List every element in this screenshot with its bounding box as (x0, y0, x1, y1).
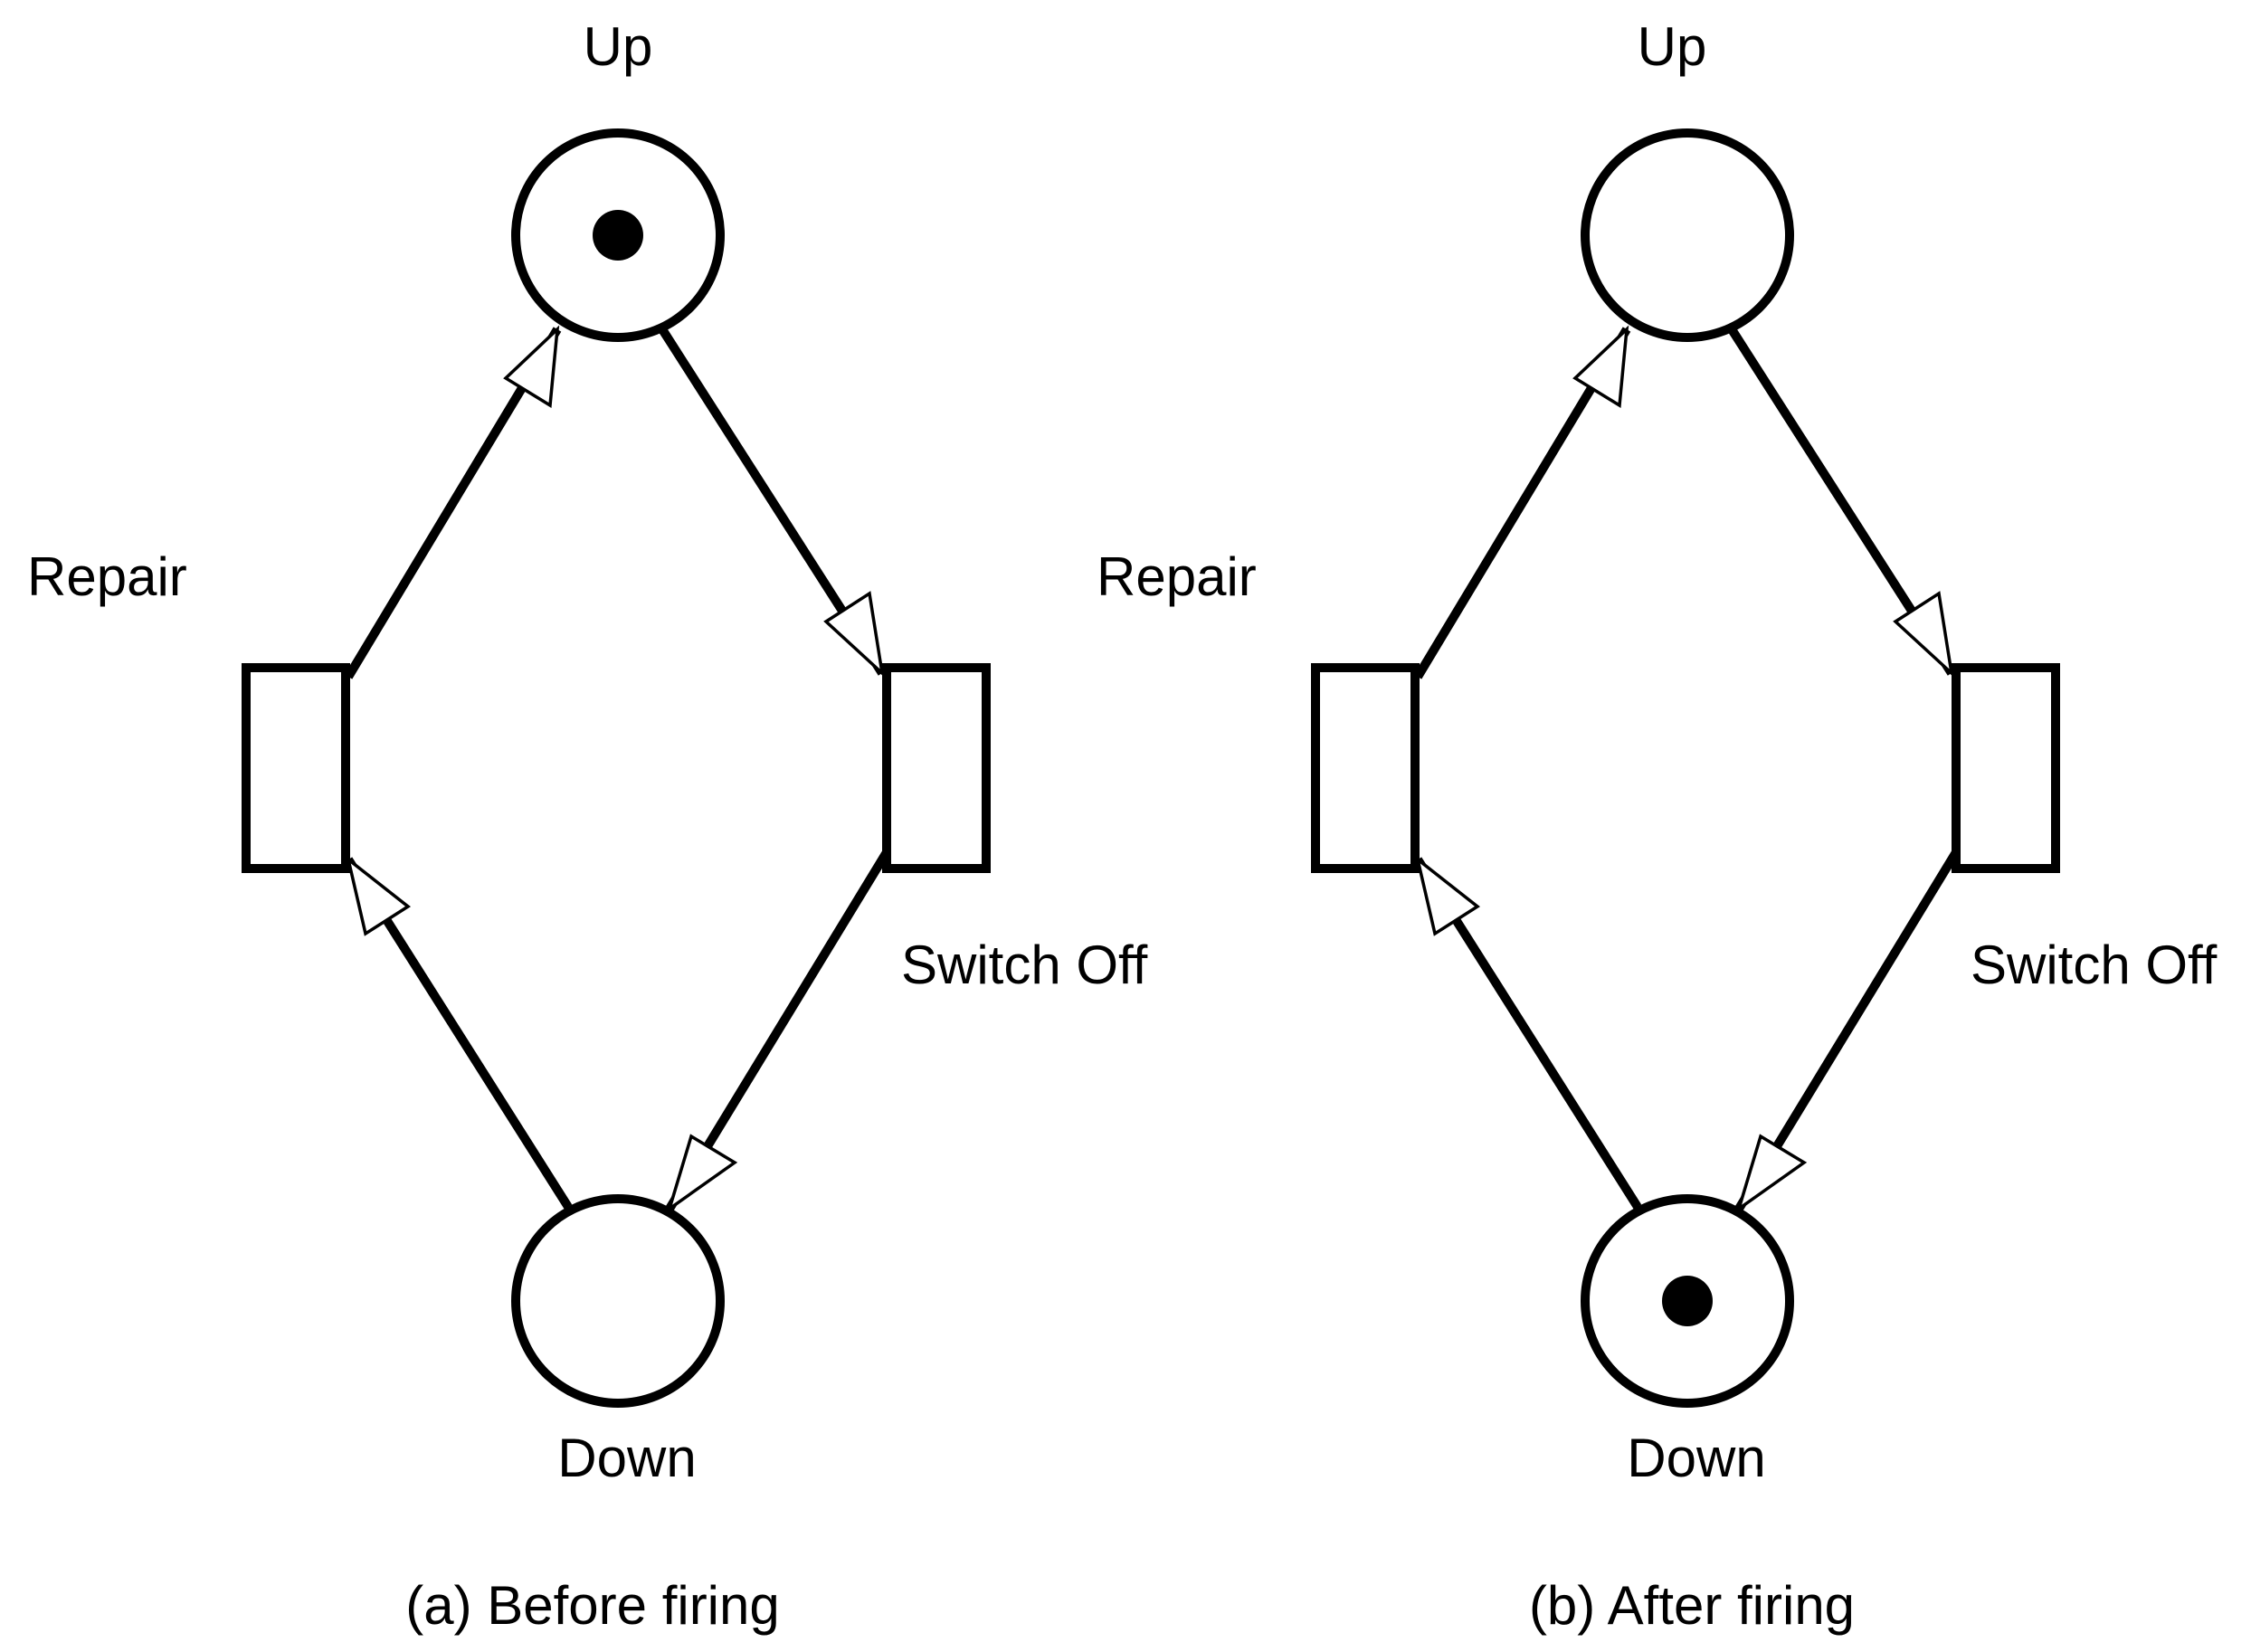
label-switch-off: Switch Off (1971, 935, 2218, 995)
panel-after-firing: Up Repair Switch Off Down (b) After firi… (1097, 16, 2218, 1636)
caption-after-firing: (b) After firing (1529, 1575, 1855, 1636)
panel-before-firing: Up Repair Switch Off Down (a) Before fir… (27, 16, 1148, 1636)
arrowhead-up-to-switch-off (1893, 591, 1954, 678)
label-up: Up (1638, 16, 1707, 77)
place-up (1581, 128, 1794, 342)
caption-before-firing: (a) Before firing (405, 1575, 780, 1636)
transition-switch-off (882, 663, 991, 873)
arrowhead-switch-off-to-down (666, 1134, 738, 1213)
label-repair: Repair (1097, 546, 1257, 607)
transition-switch-off (1952, 663, 2060, 873)
arrowhead-down-to-repair (346, 855, 412, 936)
label-switch-off: Switch Off (901, 935, 1148, 995)
token-up (593, 210, 643, 261)
arrowhead-repair-to-up (1572, 325, 1629, 408)
label-up: Up (584, 16, 653, 77)
transition-repair (242, 663, 350, 873)
arrowhead-switch-off-to-down (1735, 1134, 1808, 1213)
arrowhead-repair-to-up (503, 325, 560, 408)
place-down (511, 1194, 725, 1408)
label-down: Down (557, 1428, 696, 1488)
arrowhead-up-to-switch-off (823, 591, 885, 678)
label-repair: Repair (27, 546, 187, 607)
transition-repair (1311, 663, 1420, 873)
token-down (1662, 1276, 1713, 1326)
arrowhead-down-to-repair (1415, 855, 1481, 936)
label-down: Down (1627, 1428, 1765, 1488)
